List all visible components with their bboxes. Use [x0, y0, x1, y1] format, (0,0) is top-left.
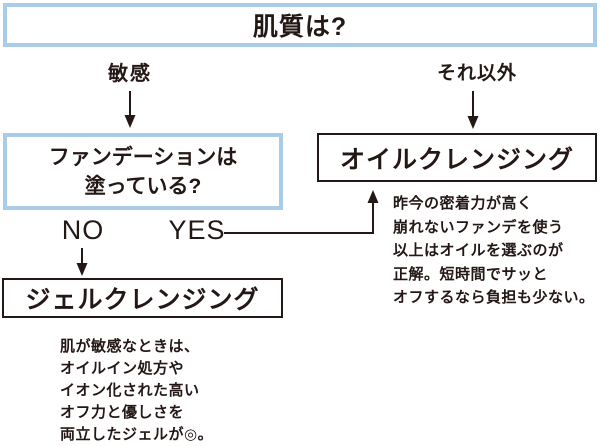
foundation-question-line1: ファンデーションは	[48, 145, 238, 169]
gel-note-line: オイルイン処方や	[60, 360, 185, 377]
gel-note-line: オフ力と優しさを	[60, 404, 185, 421]
arrow-down-icon	[467, 91, 479, 129]
oil-cleansing-note: 昨今の密着力が高く 崩れないファンデを使う 以上はオイルを選ぶのが 正解。短時間…	[393, 192, 595, 310]
oil-note-line: 昨今の密着力が高く	[393, 195, 533, 212]
arrow-down-icon	[76, 248, 88, 276]
answer-label-yes: YES	[168, 215, 226, 245]
oil-note-line: オフするなら負担も少ない。	[393, 289, 595, 306]
gel-note-line: 両立したジェルが◎。	[60, 426, 214, 443]
gel-note-line: イオン化された高い	[60, 382, 200, 399]
foundation-question-line2: 塗っている?	[84, 174, 202, 198]
node-foundation-question: ファンデーションは 塗っている?	[3, 133, 283, 210]
oil-note-line: 以上はオイルを選ぶのが	[393, 242, 564, 259]
foundation-question-label: ファンデーションは 塗っている?	[49, 143, 238, 201]
gel-cleansing-label: ジェルクレンジング	[25, 286, 260, 314]
node-skin-type-question: 肌質は?	[3, 3, 597, 47]
node-result-gel-cleansing: ジェルクレンジング	[2, 278, 283, 318]
oil-note-line: 崩れないファンデを使う	[393, 218, 564, 236]
gel-note-line: 肌が敏感なときは、	[60, 338, 200, 355]
oil-note-line: 正解。短時間でサッと	[393, 265, 549, 283]
gel-cleansing-note: 肌が敏感なときは、 オイルイン処方や イオン化された高い オフ力と優しさを 両立…	[60, 336, 213, 446]
node-result-oil-cleansing: オイルクレンジング	[317, 133, 597, 182]
arrow-down-icon	[124, 91, 136, 128]
oil-cleansing-label: オイルクレンジング	[339, 145, 574, 174]
branch-label-other: それ以外	[436, 63, 518, 84]
skin-type-question-label: 肌質は?	[252, 13, 348, 41]
answer-label-no: NO	[61, 215, 105, 245]
branch-label-sensitive: 敏感	[108, 63, 152, 85]
